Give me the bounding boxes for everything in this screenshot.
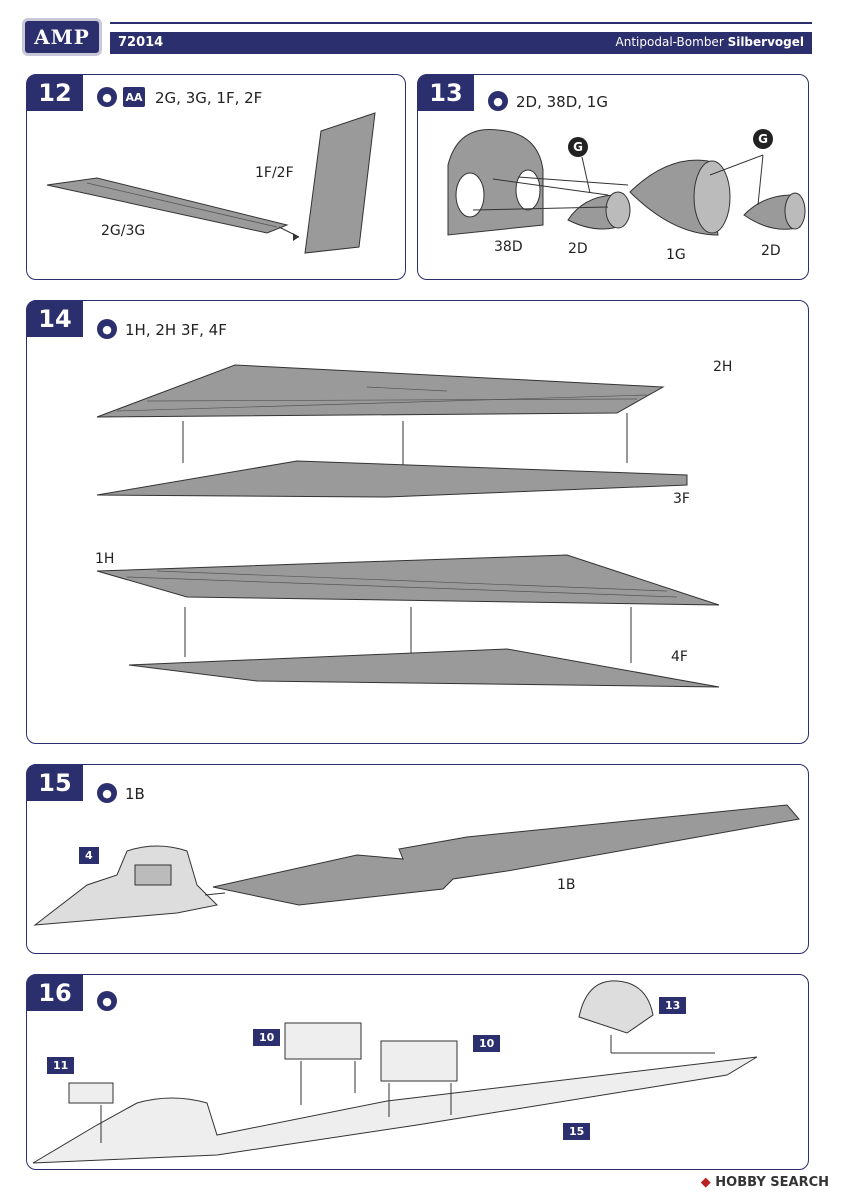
glue-drop-icon: ● bbox=[97, 319, 117, 339]
step-15-parts: 1B bbox=[125, 785, 145, 803]
step-12-label-2g3g: 2G/3G bbox=[101, 223, 146, 239]
step-12-panel: 12 ● AA 2G, 3G, 1F, 2F 1F/2F 2G/3G bbox=[26, 74, 406, 280]
glue-drop-icon: ● bbox=[97, 783, 117, 803]
step-12-label-1f2f: 1F/2F bbox=[255, 165, 294, 181]
step-15-ref-4: 4 bbox=[79, 847, 99, 864]
step-12-number: 12 bbox=[27, 75, 83, 111]
watermark-text: HOBBY SEARCH bbox=[715, 1175, 829, 1190]
step-13-parts: 2D, 38D, 1G bbox=[516, 93, 608, 111]
step-13-g-marker-1: G bbox=[568, 137, 588, 157]
step-16-ref-11: 11 bbox=[47, 1057, 75, 1074]
glue-drop-icon: ● bbox=[488, 91, 508, 111]
step-14-drawing bbox=[96, 364, 720, 688]
step-16-number: 16 bbox=[27, 975, 83, 1011]
step-15-number: 15 bbox=[27, 765, 83, 801]
header-bar: 72014 Antipodal-Bomber Silbervogel bbox=[110, 32, 812, 54]
step-13-label-2d-left: 2D bbox=[568, 241, 588, 257]
kit-title-bold: Silbervogel bbox=[727, 35, 804, 49]
step-14-label-1h: 1H bbox=[95, 551, 115, 567]
glue-drop-icon: ● bbox=[97, 991, 117, 1011]
step-14-label-4f: 4F bbox=[671, 649, 688, 665]
step-13-panel: 13 ● 2D, 38D, 1G G G 38D 2D 1G 2D bbox=[417, 74, 809, 280]
step-15-drawing bbox=[33, 804, 800, 926]
step-14-panel: 14 ● 1H, 2H 3F, 4F 2H 3F 1H 4F bbox=[26, 300, 809, 744]
step-16-drawing bbox=[32, 980, 758, 1164]
step-14-label-2h: 2H bbox=[713, 359, 733, 375]
step-13-number: 13 bbox=[418, 75, 474, 111]
step-15-label-1b: 1B bbox=[557, 877, 576, 893]
step-14-parts: 1H, 2H 3F, 4F bbox=[125, 321, 227, 339]
hobby-search-logo-icon: ◆ bbox=[700, 1175, 716, 1190]
kit-code: 72014 bbox=[118, 35, 164, 50]
step-13-drawing bbox=[447, 128, 806, 236]
step-14-label-3f: 3F bbox=[673, 491, 690, 507]
step-14-number: 14 bbox=[27, 301, 83, 337]
cement-aa-icon: AA bbox=[123, 87, 145, 107]
step-12-drawing bbox=[46, 112, 376, 254]
step-16-panel: 16 ● 13 10 10 11 15 bbox=[26, 974, 809, 1170]
step-13-label-2d-right: 2D bbox=[761, 243, 781, 259]
amp-logo: AMP bbox=[22, 18, 102, 56]
step-13-label-1g: 1G bbox=[666, 247, 686, 263]
step-15-panel: 15 ● 1B 4 1B bbox=[26, 764, 809, 954]
step-13-g-marker-2: G bbox=[753, 129, 773, 149]
header-rule bbox=[110, 22, 812, 24]
step-16-ref-10-right: 10 bbox=[473, 1035, 501, 1052]
glue-drop-icon: ● bbox=[97, 87, 117, 107]
hobby-search-watermark: ◆ HOBBY SEARCH bbox=[701, 1175, 829, 1190]
step-16-ref-10-left: 10 bbox=[253, 1029, 281, 1046]
step-12-parts: 2G, 3G, 1F, 2F bbox=[155, 89, 263, 107]
step-13-label-38d: 38D bbox=[494, 239, 523, 255]
kit-title: Antipodal-Bomber Silbervogel bbox=[616, 35, 804, 49]
kit-title-plain: Antipodal-Bomber bbox=[615, 35, 728, 49]
step-16-ref-13: 13 bbox=[659, 997, 687, 1014]
step-16-ref-15: 15 bbox=[563, 1123, 591, 1140]
